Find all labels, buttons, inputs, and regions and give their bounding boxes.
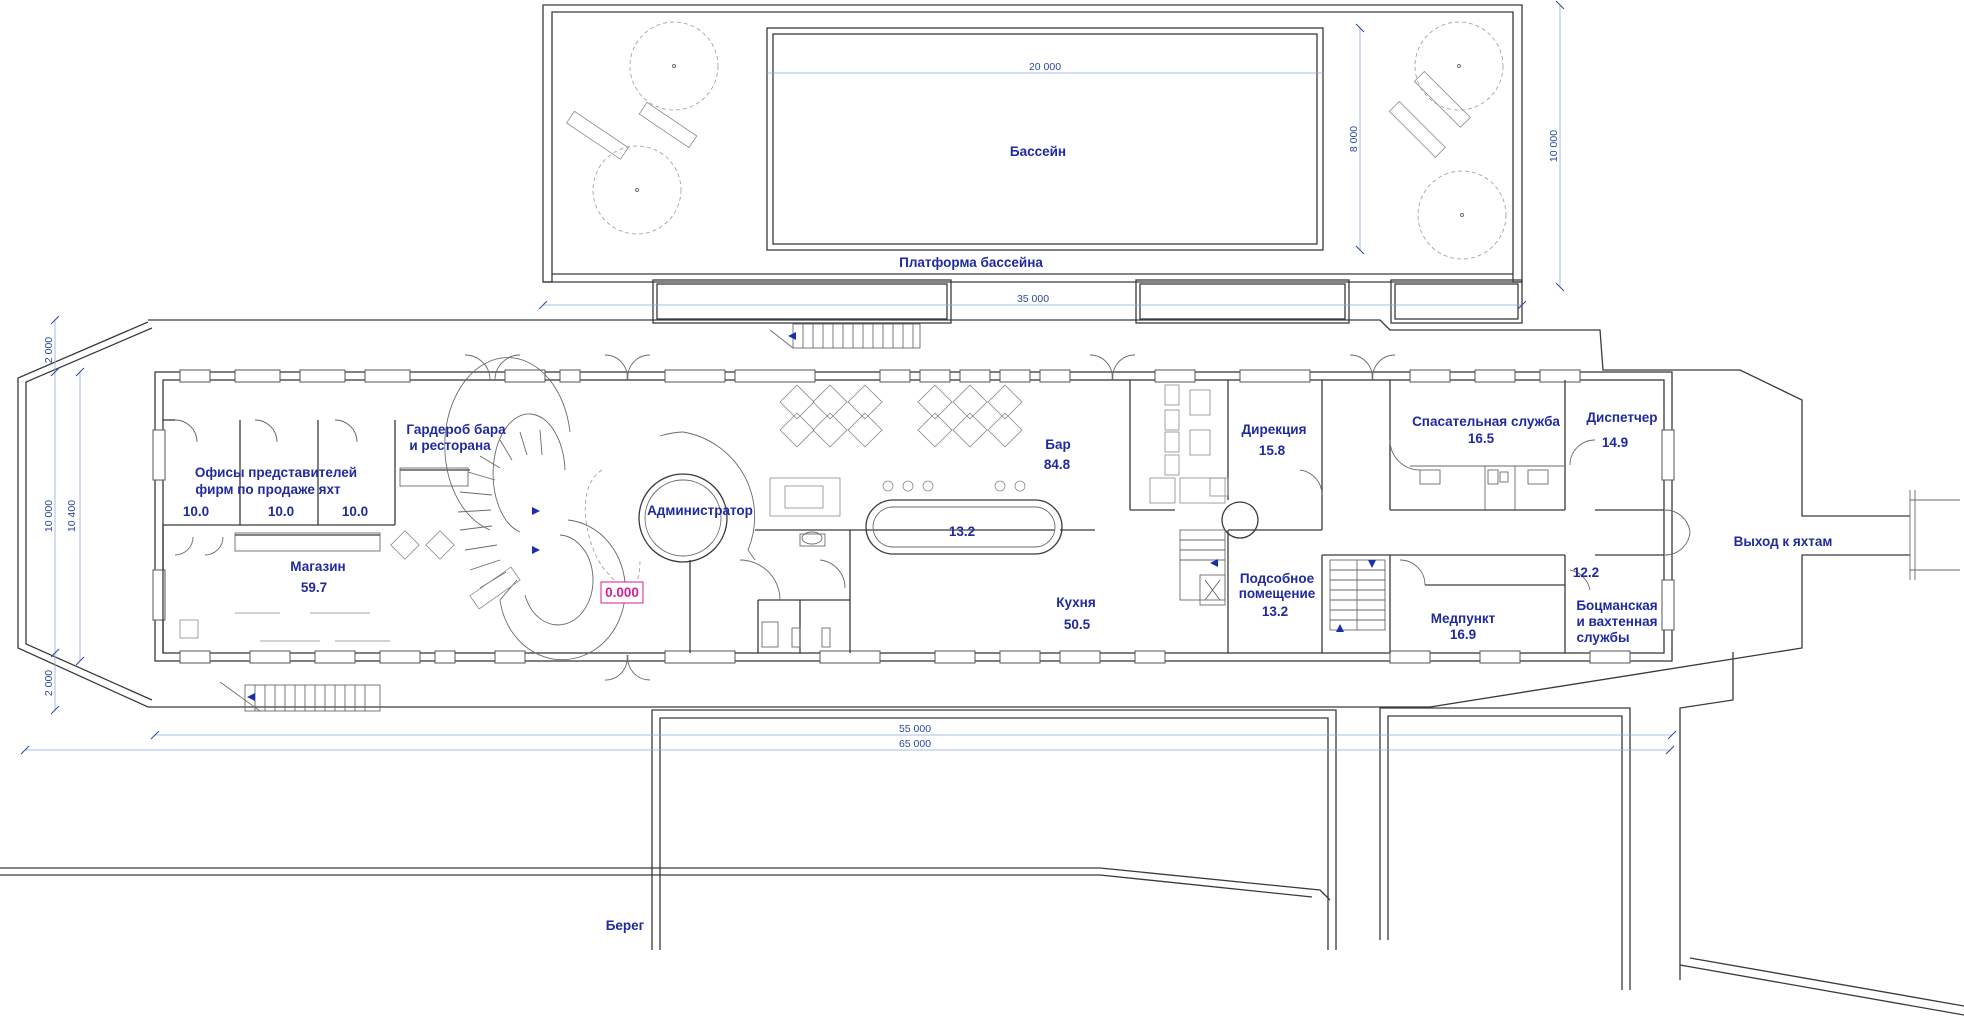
interior xyxy=(162,354,1960,681)
level-mark: 0.000 xyxy=(605,585,639,600)
label-office-area-1: 10.0 xyxy=(183,504,209,519)
dim-left-mid-outer: 10 000 xyxy=(43,500,55,532)
pool xyxy=(766,27,1324,251)
dim-platform-depth: 10 000 xyxy=(1548,130,1560,162)
label-rescue: Спасательная служба xyxy=(1412,414,1560,429)
bar-counter xyxy=(865,499,1063,555)
dimension-lines xyxy=(20,0,1677,755)
dim-total-length: 65 000 xyxy=(899,738,931,750)
label-rescue-area: 16.5 xyxy=(1468,431,1495,446)
label-boatswain-line3: службы xyxy=(1576,630,1629,645)
label-bar-area: 84.8 xyxy=(1044,457,1071,472)
label-exit: Выход к яхтам xyxy=(1734,534,1833,549)
label-dispatcher-area: 14.9 xyxy=(1602,435,1628,450)
dim-left-bottom: 2 000 xyxy=(43,670,55,696)
label-shop-area: 59.7 xyxy=(301,580,327,595)
label-boatswain-area: 12.2 xyxy=(1573,565,1599,580)
building-walls xyxy=(152,369,1675,664)
label-bar: Бар xyxy=(1045,437,1070,452)
level-mark-box xyxy=(600,581,644,604)
label-boatswain-line1: Боцманская xyxy=(1576,598,1657,613)
label-offices-line2: фирм по продаже яхт xyxy=(195,482,341,497)
label-boatswain-line2: и вахтенная xyxy=(1577,614,1658,629)
label-directorate: Дирекция xyxy=(1242,422,1307,437)
label-cloakroom-line2: и ресторана xyxy=(409,438,491,453)
label-administrator: Администратор xyxy=(647,503,753,518)
label-cloakroom-line1: Гардероб бара xyxy=(406,422,506,437)
label-shore: Берег xyxy=(606,918,645,933)
label-office-area-3: 10.0 xyxy=(342,504,368,519)
dim-pool-length: 20 000 xyxy=(1029,61,1061,73)
dim-building-length: 55 000 xyxy=(899,723,931,735)
pier-outline xyxy=(17,319,1910,708)
label-kitchen-area: 50.5 xyxy=(1064,617,1091,632)
label-medical: Медпункт xyxy=(1431,611,1496,626)
label-office-area-2: 10.0 xyxy=(268,504,294,519)
bar-seating xyxy=(179,384,1026,642)
pool-platform xyxy=(542,4,1523,349)
label-bar-counter-area: 13.2 xyxy=(949,524,975,539)
label-medical-area: 16.9 xyxy=(1450,627,1476,642)
shore-stairs xyxy=(219,681,381,712)
label-pool: Бассейн xyxy=(1010,144,1066,159)
label-utility-line2: помещение xyxy=(1239,586,1316,601)
label-utility-line1: Подсобное xyxy=(1240,571,1315,586)
room-labels: Бассейн Платформа бассейна Офисы предста… xyxy=(183,144,1833,933)
label-pool-platform: Платформа бассейна xyxy=(899,255,1043,270)
administrator-desk xyxy=(638,431,756,563)
dim-left-mid-inner: 10 400 xyxy=(66,500,78,532)
dim-platform-width: 35 000 xyxy=(1017,293,1049,305)
label-kitchen: Кухня xyxy=(1056,595,1095,610)
dim-pool-width: 8 000 xyxy=(1348,126,1360,152)
label-shop: Магазин xyxy=(290,559,345,574)
label-dispatcher: Диспетчер xyxy=(1586,410,1657,425)
quay xyxy=(0,652,1964,1016)
dim-left-top: 2 000 xyxy=(43,337,55,363)
label-offices-line1: Офисы представителей xyxy=(195,465,357,480)
label-directorate-area: 15.8 xyxy=(1259,443,1286,458)
label-utility-area: 13.2 xyxy=(1262,604,1288,619)
spiral-staircase xyxy=(444,357,626,661)
